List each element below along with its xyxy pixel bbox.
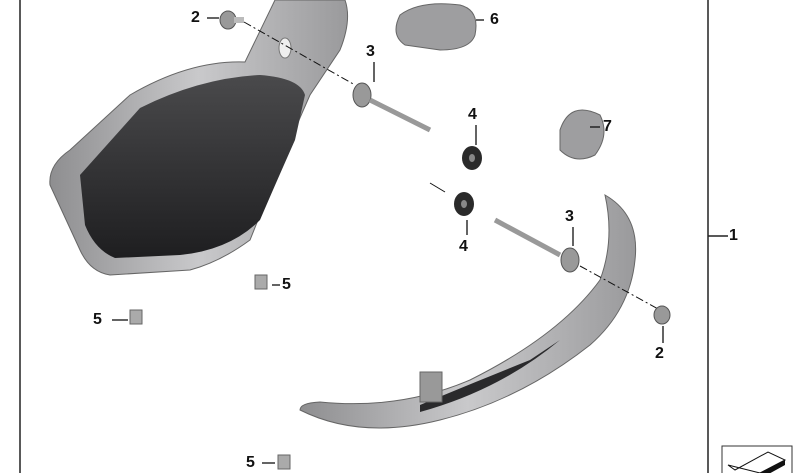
- grommet-4-top: [462, 146, 482, 170]
- left-hand-guard: [49, 0, 349, 276]
- cap-6: [395, 3, 477, 51]
- grommet-4-bottom: [454, 192, 474, 216]
- callout-5-bottom: 5: [246, 454, 255, 471]
- cap-7: [559, 109, 605, 160]
- callout-6: 6: [490, 11, 499, 28]
- axis-line-mid: [429, 182, 446, 193]
- screw-2-top: [219, 10, 244, 30]
- callout-5-left: 5: [93, 311, 102, 328]
- axis-line-bottom: [579, 265, 661, 311]
- bolt-3-top: [352, 82, 432, 133]
- callout-2-bottom: 2: [655, 345, 664, 362]
- callout-3-bottom: 3: [565, 208, 574, 225]
- callout-5-mid: 5: [282, 276, 291, 293]
- bolt-3-bottom: [493, 217, 580, 273]
- screw-5-bottom: [277, 454, 291, 470]
- axis-line-top: [243, 21, 356, 86]
- callout-4-top: 4: [468, 106, 477, 123]
- callout-7: 7: [603, 118, 612, 135]
- screw-2-bottom: [653, 305, 671, 325]
- lower-guard: [299, 194, 637, 429]
- screw-5-left: [129, 309, 143, 325]
- view-orientation-icon: [721, 445, 793, 473]
- callout-2-top: 2: [191, 9, 200, 26]
- callout-4-bottom: 4: [459, 238, 468, 255]
- callout-3-top: 3: [366, 43, 375, 60]
- callout-1: 1: [729, 227, 738, 244]
- screw-5-mid: [254, 274, 268, 290]
- callout-leaders: [112, 17, 664, 464]
